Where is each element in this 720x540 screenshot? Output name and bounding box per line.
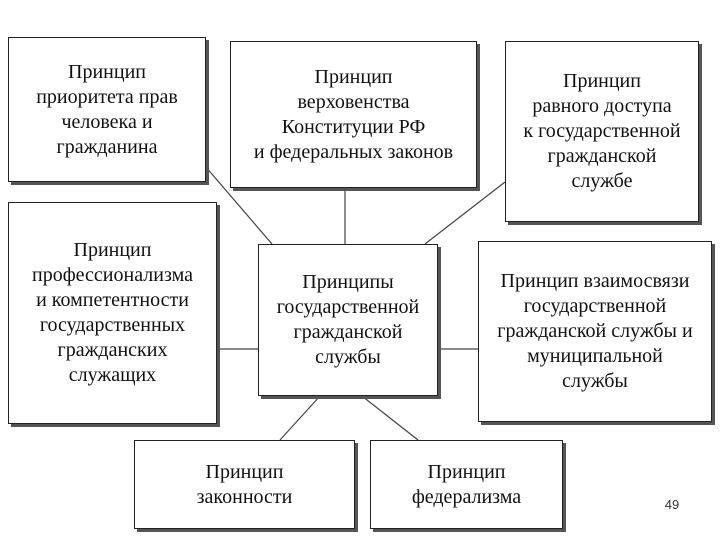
- box-professionalism-principle: Принцип профессионализма и компетентност…: [8, 202, 217, 424]
- box-legality-principle: Принцип законности: [134, 440, 355, 529]
- page-number: 49: [664, 497, 680, 512]
- connector-equal-access: [424, 181, 506, 245]
- box-equal-access-principle: Принцип равного доступа к государственно…: [505, 41, 699, 222]
- box-constitution-principle: Принцип верховенства Конституции РФ и фе…: [230, 41, 477, 188]
- box-federalism-principle: Принцип федерализма: [370, 440, 563, 529]
- connector-human-rights: [204, 165, 273, 245]
- box-center-principles: Принципы государственной гражданской слу…: [258, 244, 438, 396]
- box-human-rights-principle: Принцип приоритета прав человека и гражд…: [8, 37, 206, 182]
- box-interconnection-principle: Принцип взаимосвязи государственной граж…: [478, 241, 712, 422]
- connector-legality: [279, 395, 321, 441]
- connector-federalism: [361, 395, 419, 441]
